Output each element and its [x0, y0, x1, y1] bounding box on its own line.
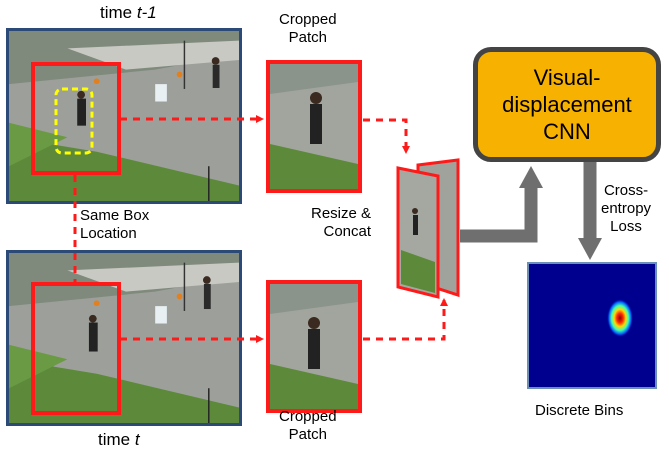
cropped-patch-bottom-label: Cropped Patch	[279, 408, 337, 443]
yellow-target-highlight	[54, 87, 94, 155]
cnn-line2: displacement	[502, 92, 632, 117]
loss-label: Cross- entropy Loss	[601, 182, 652, 235]
heatmap-bins	[527, 262, 657, 389]
discrete-bins-label: Discrete Bins	[535, 402, 624, 419]
same-box-label: Same Box Location	[80, 207, 150, 242]
cnn-line3: CNN	[543, 119, 591, 144]
time-cur-label: time t	[98, 430, 140, 449]
target-box-cur	[31, 282, 121, 415]
target-box-prev	[31, 62, 121, 175]
cropped-patch-top-label: Cropped Patch	[279, 11, 337, 46]
resize-concat-label: Resize & Concat	[311, 205, 372, 240]
patch-prev-scene	[270, 64, 358, 189]
concat-arrow-prev	[363, 118, 410, 154]
cropped-patch-prev	[266, 60, 362, 193]
concat-arrow-cur	[363, 298, 448, 341]
time-prev-var: t-1	[136, 3, 157, 22]
cropped-patch-cur	[266, 280, 362, 413]
time-cur-var: t	[134, 430, 140, 449]
cnn-line1: Visual-	[533, 65, 601, 90]
patch-cur-scene	[270, 284, 358, 409]
to-cnn-arrow	[460, 166, 543, 243]
cnn-box: Visual- displacement CNN	[473, 47, 661, 162]
concat-stack	[396, 158, 460, 299]
time-prev-label: time t-1	[100, 3, 157, 22]
heatmap-peak	[607, 299, 633, 337]
